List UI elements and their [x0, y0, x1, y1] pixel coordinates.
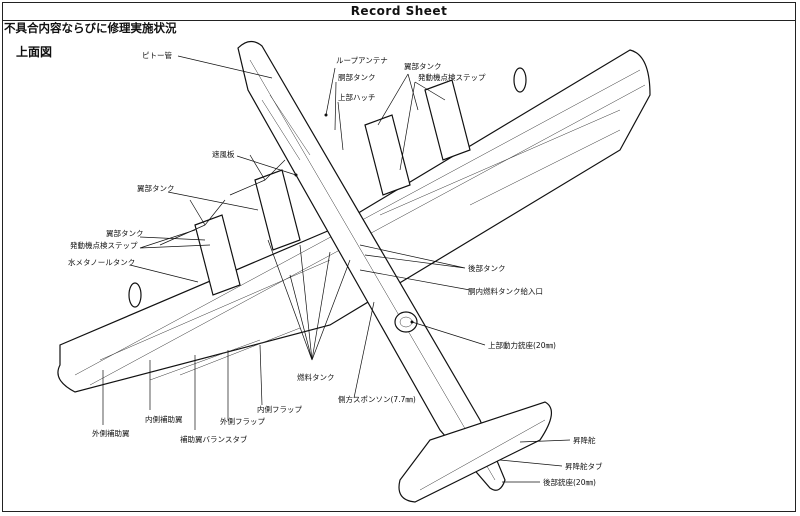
- label-outer-flap: 外側フラップ: [220, 416, 265, 426]
- label-aux-trim-tab: 補助翼バランスタブ: [180, 434, 248, 444]
- label-elevator-tab: 昇降舵タブ: [565, 461, 603, 471]
- label-pitot-tube: ピトー管: [142, 50, 172, 60]
- label-fuel-inlet: 胴内燃料タンク給入口: [468, 286, 543, 296]
- label-loop-antenna: ループアンテナ: [336, 56, 388, 65]
- label-inner-aux-wing: 内側補助翼: [145, 414, 183, 424]
- label-elevator: 昇降舵: [573, 435, 596, 445]
- propellers: [159, 154, 286, 246]
- label-engine-step-left: 発動機点検ステップ: [70, 240, 138, 250]
- label-upper-turret: 上部動力銃座(20㎜): [488, 340, 556, 350]
- label-upper-hatch: 上部ハッチ: [338, 92, 376, 102]
- label-wing-tank-left: 翼部タンク: [106, 228, 144, 238]
- label-inner-flap: 内側フラップ: [257, 404, 302, 414]
- label-rear-tank: 後部タンク: [468, 263, 506, 273]
- label-side-blister: 側方スポンソン(7.7㎜): [338, 394, 416, 404]
- record-sheet-title: Record Sheet: [3, 3, 795, 21]
- label-engine-step-right: 発動機点検ステップ: [418, 72, 486, 82]
- engine-nacelles: [128, 67, 527, 308]
- section-heading: 不具合内容ならびに修理実施状況: [4, 21, 177, 35]
- label-wing-tank-left-upper: 翼部タンク: [137, 183, 175, 193]
- view-title: 上面図: [16, 45, 53, 59]
- horizontal-tail: [398, 401, 552, 503]
- label-water-methanol-tank: 水メタノールタンク: [68, 257, 135, 267]
- leader-lines: [102, 55, 571, 483]
- label-screen-plate: 遮風板: [212, 149, 235, 159]
- label-wing-tank-right: 翼部タンク: [404, 61, 442, 71]
- label-fuel-tanks: 燃料タンク: [297, 372, 335, 382]
- label-fuselage-tank: 胴部タンク: [338, 72, 376, 82]
- label-tail-turret: 後部銃座(20㎜): [543, 477, 596, 487]
- label-outer-aux-wing: 外側補助翼: [92, 428, 130, 438]
- fuselage: [237, 40, 506, 491]
